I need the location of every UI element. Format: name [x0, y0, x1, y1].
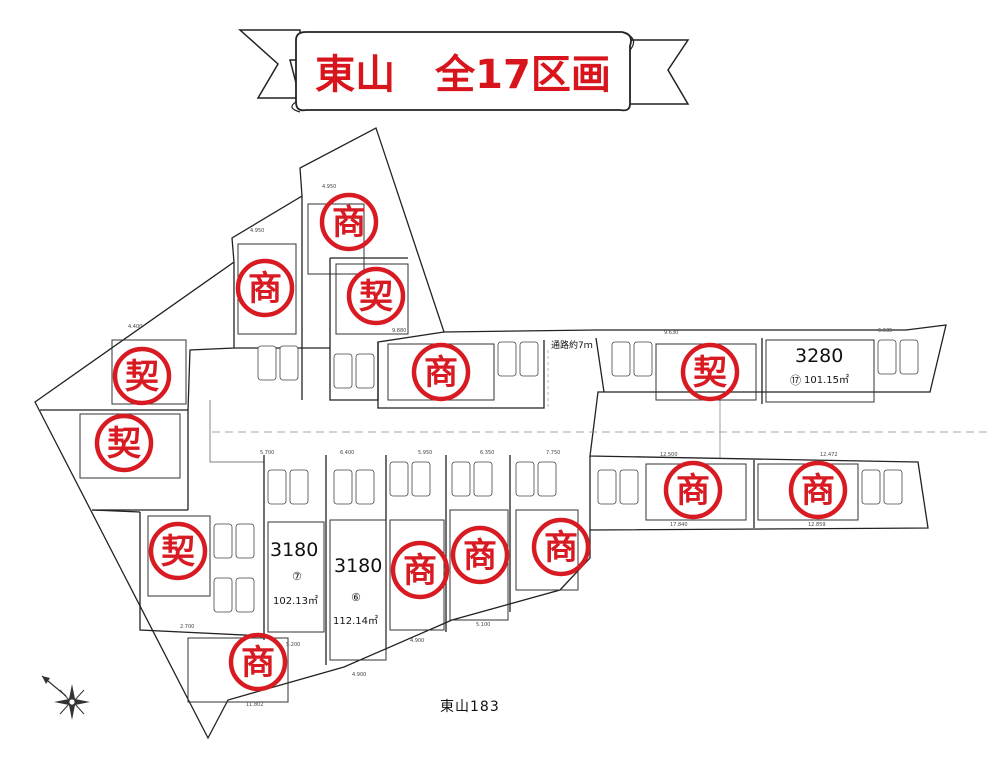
compass-rose-icon [41, 675, 90, 720]
stamp-b-text: 商 [248, 269, 282, 309]
lot-7-price: 3180 [270, 539, 318, 561]
svg-text:5.700: 5.700 [260, 450, 274, 456]
stamp-l: 商 [450, 525, 510, 585]
road-width-note: 通路約7ｍ [551, 339, 593, 351]
svg-text:6.400: 6.400 [340, 450, 354, 456]
lot-17-info: 3280 ⑰ 101.15㎡ [790, 345, 849, 387]
title-banner: 東山 全17区画 [238, 29, 690, 113]
stamp-j-text: 契 [161, 532, 195, 572]
svg-text:4.900: 4.900 [352, 672, 366, 678]
stamp-d-text: 商 [424, 353, 458, 393]
stamp-j: 契 [148, 521, 208, 581]
svg-text:12.859: 12.859 [808, 522, 826, 528]
svg-text:6.350: 6.350 [480, 450, 494, 456]
stamp-h-text: 商 [676, 471, 710, 511]
stamp-e-text: 契 [693, 353, 727, 393]
svg-text:6.635: 6.635 [878, 328, 892, 334]
dimension-labels: 4.400 4.950 4.950 9.880 9.630 6.635 5.70… [128, 184, 892, 708]
stamp-h: 商 [663, 460, 723, 520]
site-outline [34, 127, 990, 740]
stamp-m-text: 商 [403, 551, 437, 591]
stamp-k: 商 [531, 517, 591, 577]
lot-7-info: 3180 ⑦ 102.13㎡ [270, 539, 318, 607]
svg-text:4.400: 4.400 [128, 324, 142, 330]
stamp-c-text: 契 [359, 277, 393, 317]
lot-17-number: ⑰ [790, 374, 801, 387]
lot-17-price: 3280 [795, 345, 843, 367]
stamp-a-text: 商 [332, 203, 366, 243]
stamp-d: 商 [411, 342, 471, 402]
svg-text:5.950: 5.950 [418, 450, 432, 456]
svg-text:4.950: 4.950 [250, 228, 264, 234]
stamp-i: 商 [788, 460, 848, 520]
stamp-e: 契 [680, 342, 740, 402]
svg-text:2.700: 2.700 [180, 624, 194, 630]
svg-text:12.500: 12.500 [660, 452, 678, 458]
lot-6-area: 112.14㎡ [333, 615, 378, 627]
lot-6-info: 3180 ⑥ 112.14㎡ [333, 555, 382, 627]
svg-text:11.802: 11.802 [246, 702, 264, 708]
banner-title: 東山 全17区画 [315, 52, 611, 98]
stamp-g-text: 契 [107, 424, 141, 464]
stamp-k-text: 商 [544, 528, 578, 568]
lot-6-price: 3180 [334, 555, 382, 577]
lot-6-number: ⑥ [351, 591, 361, 604]
stamp-n: 商 [228, 632, 288, 692]
stamp-g: 契 [94, 413, 154, 473]
building-footprints [79, 203, 875, 703]
stamp-i-text: 商 [801, 471, 835, 511]
svg-text:17.840: 17.840 [670, 522, 688, 528]
lot-17-area: 101.15㎡ [804, 374, 849, 386]
stamp-f: 契 [112, 346, 172, 406]
address-label: 東山183 [440, 699, 500, 715]
stamp-f-text: 契 [125, 357, 159, 397]
stamp-n-text: 商 [241, 643, 275, 683]
svg-text:5.100: 5.100 [476, 622, 490, 628]
svg-text:7.750: 7.750 [546, 450, 560, 456]
svg-text:9.630: 9.630 [664, 330, 678, 336]
lot-7-area: 102.13㎡ [273, 595, 318, 607]
stamp-m: 商 [390, 540, 450, 600]
stamp-c: 契 [346, 266, 406, 326]
stamp-b: 商 [235, 258, 295, 318]
svg-text:12.472: 12.472 [820, 452, 838, 458]
svg-text:9.880: 9.880 [392, 328, 406, 334]
stamp-a: 商 [319, 192, 379, 252]
stamp-l-text: 商 [463, 536, 497, 576]
parking-spaces [213, 339, 919, 613]
svg-text:4.950: 4.950 [322, 184, 336, 190]
svg-text:5.200: 5.200 [286, 642, 300, 648]
lot-7-number: ⑦ [292, 570, 302, 583]
svg-text:4.900: 4.900 [410, 638, 424, 644]
